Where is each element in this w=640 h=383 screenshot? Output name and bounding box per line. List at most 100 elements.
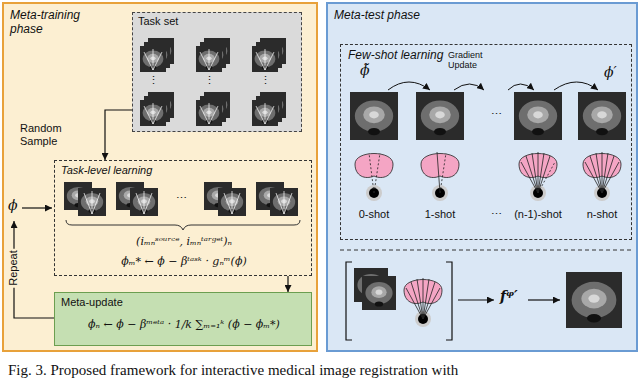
formula-text: (iₘₙˢᵒᵘʳᶜᵉ, iₘₙᵗᵃʳᵍᵉᵗ)ₙ xyxy=(61,235,307,248)
meta-update-box: Meta-update ϕₙ ← ϕ − βᵐᵉᵗᵃ · 1/k ∑ₘ₌₁ᵏ (ϕ… xyxy=(54,292,312,346)
task-set-images xyxy=(200,103,218,124)
few-shot-images xyxy=(388,82,598,90)
inference-illustration xyxy=(406,278,440,319)
node-fill xyxy=(2,2,318,352)
task-level-box: Task-level learning (iₘₙˢᵒᵘʳᶜᵉ, iₘₙᵗᵃʳᵍᵉᵗ… xyxy=(54,160,312,276)
fan-diagrams xyxy=(369,153,380,193)
task-set-images xyxy=(256,103,274,124)
formula-text: ϕₘ* ← ϕ − βᵗᵃˢᵏ · gₙᵐ(ϕ) xyxy=(61,255,307,268)
inference-illustration xyxy=(406,278,440,319)
annotation-label: ⋮ xyxy=(260,74,271,87)
formula-text: ϕₙ ← ϕ − βᵐᵉᵗᵃ · 1/k ∑ₘ₌₁ᵏ (ϕ − ϕₘ*) xyxy=(61,318,307,331)
fan-diagrams xyxy=(437,152,440,193)
task-level-images xyxy=(84,191,100,214)
annotation-label: ⋯ xyxy=(491,208,502,221)
fan-diagrams xyxy=(538,162,555,193)
node-title: Few-shot learning xyxy=(348,48,443,62)
fan-diagrams xyxy=(355,153,393,201)
task-level-images xyxy=(64,182,300,230)
task-level-images xyxy=(270,188,298,216)
node-title: Meta-test phase xyxy=(334,8,420,22)
node-title: Meta-training phase xyxy=(10,8,94,37)
inference-illustration xyxy=(446,262,452,340)
annotation-label: ⋮ xyxy=(148,74,159,87)
few-shot-images xyxy=(350,82,626,140)
inference-illustration xyxy=(346,262,622,340)
fan-diagrams xyxy=(421,154,459,202)
task-level-images xyxy=(130,188,158,216)
task-set-images xyxy=(252,46,278,72)
inference-illustration xyxy=(566,272,622,328)
few-shot-images xyxy=(454,84,484,90)
annotation-label: ϕ′ xyxy=(604,64,617,81)
node-title: Meta-update xyxy=(61,296,123,309)
annotation-label: n-shot xyxy=(587,208,618,221)
node-title: Task-level learning xyxy=(61,164,152,177)
task-set-images xyxy=(196,100,222,126)
fan-diagrams xyxy=(521,152,550,193)
task-set-images xyxy=(144,49,162,70)
node-title: Task set xyxy=(138,15,178,28)
task-level-images xyxy=(84,191,292,214)
annotation-label: 1-shot xyxy=(425,208,456,221)
fan-diagrams xyxy=(421,152,459,201)
task-level-images xyxy=(276,191,292,214)
few-shot-images xyxy=(554,82,598,90)
inference-illustration xyxy=(346,262,352,340)
loop-arrows xyxy=(22,207,52,208)
few-shot-images xyxy=(416,92,464,140)
few-shot-images xyxy=(514,92,562,140)
fan-diagrams xyxy=(355,152,621,201)
annotation-label: ⋮ xyxy=(204,74,215,87)
annotation-label: 0-shot xyxy=(359,208,390,221)
task-set-images xyxy=(144,49,274,124)
task-set-images xyxy=(196,46,222,72)
task-level-images xyxy=(224,191,240,214)
fan-diagrams xyxy=(519,152,557,201)
flow-arrow xyxy=(287,276,288,292)
task-set-images xyxy=(144,103,162,124)
annotation-label: Repeat xyxy=(7,248,20,287)
node-fill xyxy=(326,2,638,352)
figure-caption: Fig. 3. Proposed framework for interacti… xyxy=(8,361,458,379)
section-divider xyxy=(340,250,632,251)
task-set-images xyxy=(200,49,218,70)
fan-diagrams xyxy=(521,152,550,193)
annotation-label: ⋯ xyxy=(176,192,187,205)
fan-diagrams xyxy=(355,154,393,202)
brace xyxy=(66,220,300,230)
task-set-box: Task set xyxy=(132,12,302,132)
task-level-images xyxy=(78,188,106,216)
inference-illustration xyxy=(528,299,560,300)
inference-illustration xyxy=(404,278,442,327)
fan-diagrams xyxy=(437,152,440,193)
annotation-label: (n-1)-shot xyxy=(514,208,562,221)
fan-diagrams xyxy=(369,153,380,193)
fan-diagrams xyxy=(585,152,619,193)
task-set-images xyxy=(140,46,166,72)
task-set-images xyxy=(256,49,274,70)
fan-diagrams xyxy=(538,162,555,193)
node-fill xyxy=(54,292,312,346)
fan-diagrams xyxy=(583,152,621,201)
fan-diagrams xyxy=(440,153,446,193)
few-shot-images xyxy=(578,92,626,140)
fan-diagrams xyxy=(440,153,446,193)
few-shot-images xyxy=(350,92,398,140)
few-shot-images xyxy=(508,84,534,90)
inference-illustration xyxy=(458,299,494,300)
few-shot-images xyxy=(388,82,430,90)
task-set-images xyxy=(140,100,166,126)
task-level-images xyxy=(218,188,246,216)
annotation-label: ϕ xyxy=(8,197,18,214)
inference-illustration xyxy=(362,276,396,310)
annotation-label: Gradient Update xyxy=(448,50,494,71)
annotation-label: ⋯ xyxy=(491,108,502,121)
task-level-images xyxy=(136,191,152,214)
task-set-images xyxy=(252,100,278,126)
annotation-label: fᵠ′ xyxy=(500,288,518,305)
task-set-images xyxy=(140,38,286,126)
phase-panel: Meta-training phase Task setTask-level le… xyxy=(2,2,318,352)
annotation-label: ϕ̃ xyxy=(360,62,370,79)
